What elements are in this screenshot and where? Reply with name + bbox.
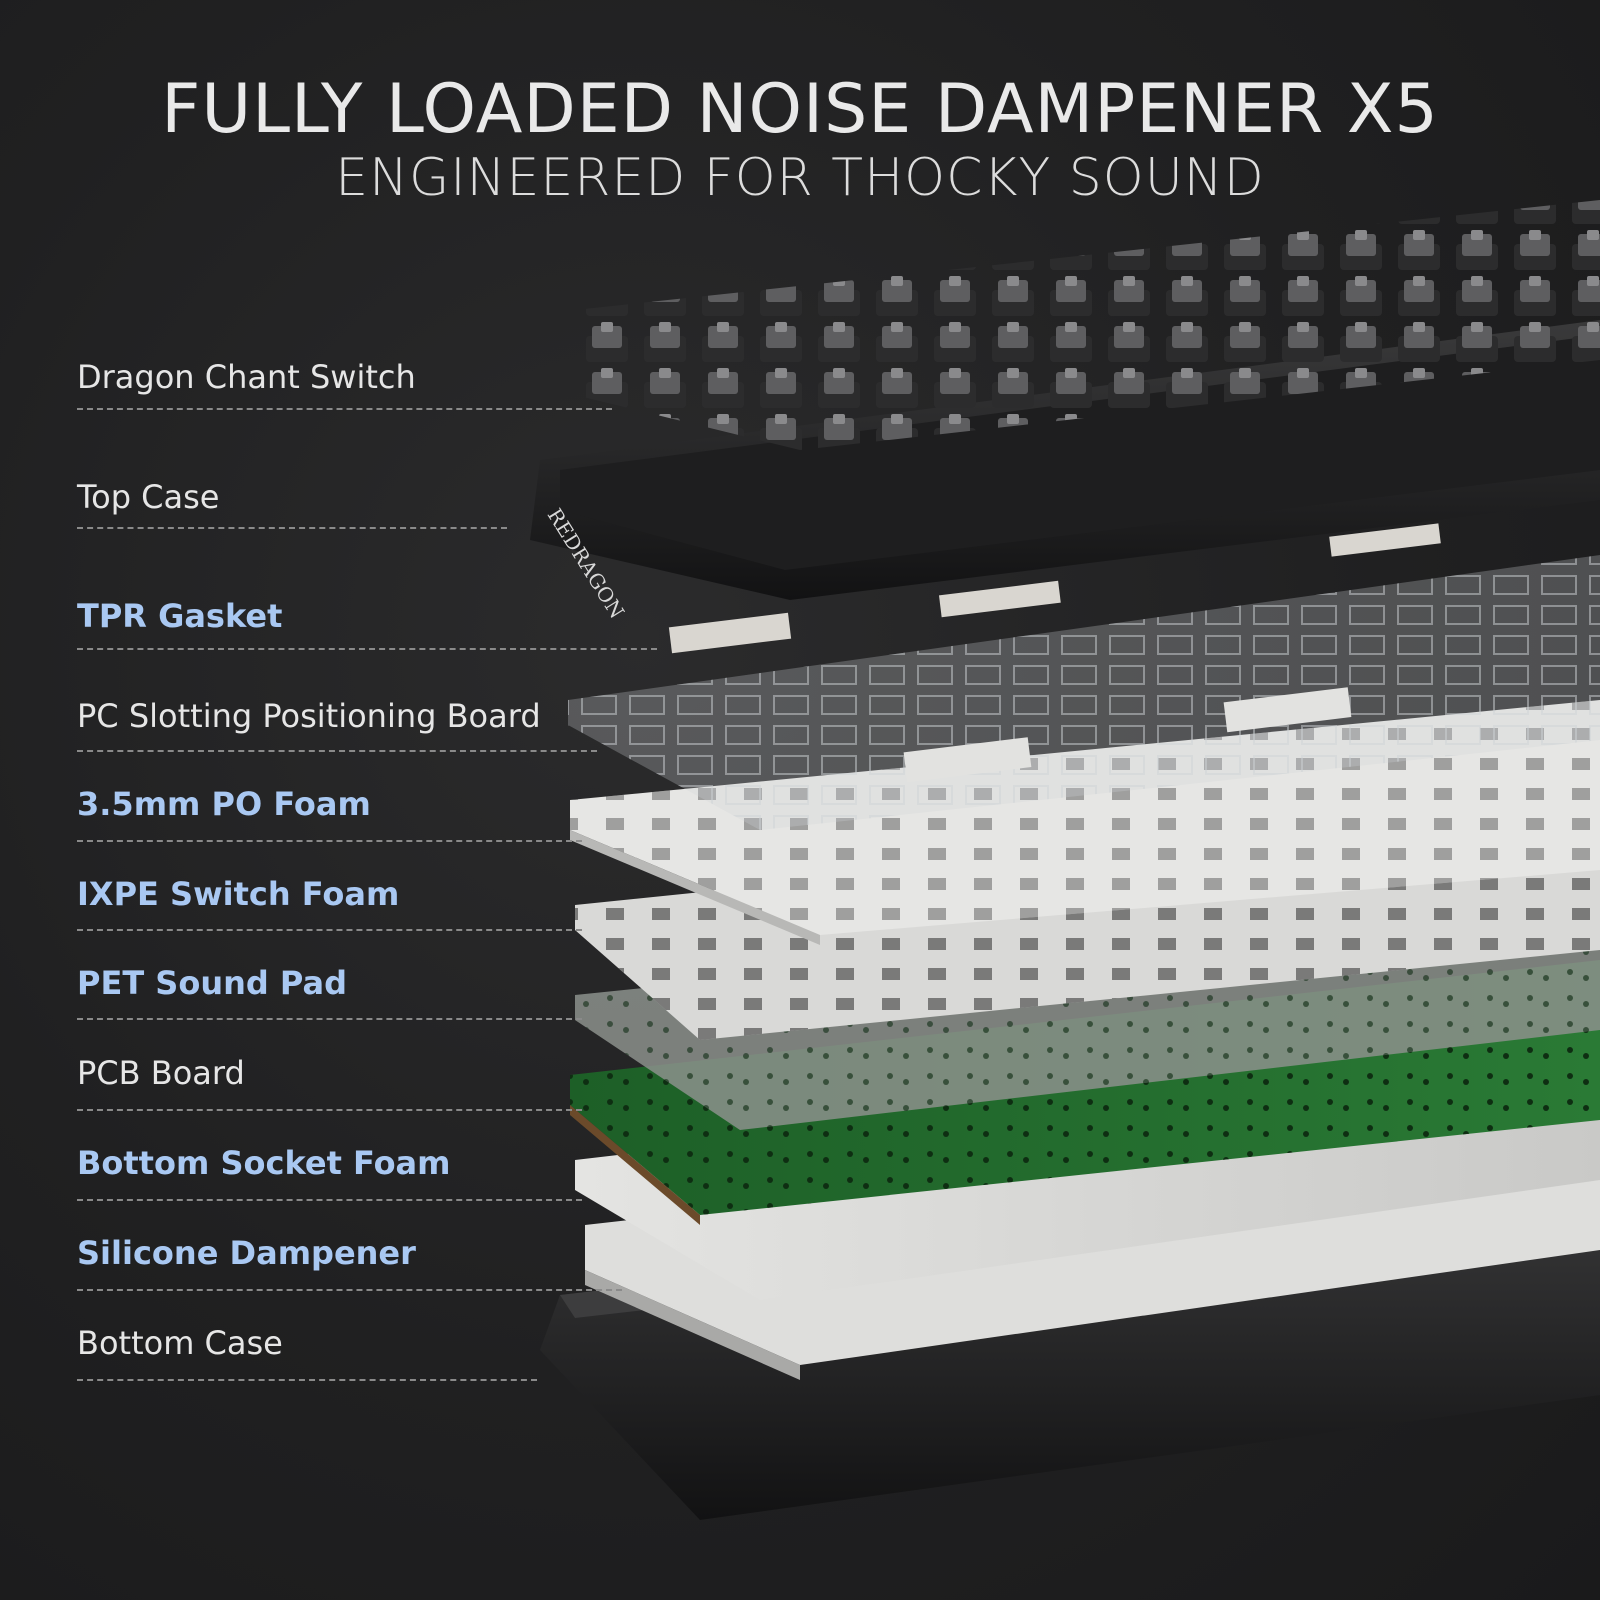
label-pc-slotting-positioning-board: PC Slotting Positioning Board xyxy=(77,697,541,735)
label-dragon-chant-switch: Dragon Chant Switch xyxy=(77,358,416,396)
rule-bottom-socket-foam xyxy=(77,1199,582,1201)
label-silicone-dampener: Silicone Dampener xyxy=(77,1234,416,1272)
rule-pet-sound-pad xyxy=(77,1018,582,1020)
rule-pc-slotting-positioning-board xyxy=(77,750,597,752)
pc-positioning-board-part xyxy=(568,555,1600,830)
rule-top-case xyxy=(77,527,507,529)
subheadline: ENGINEERED FOR THOCKY SOUND xyxy=(335,148,1265,208)
label-ixpe-switch-foam: IXPE Switch Foam xyxy=(77,875,400,913)
tpr-gasket-part xyxy=(668,523,1441,654)
rule-ixpe-switch-foam xyxy=(77,929,582,931)
rule-silicone-dampener xyxy=(77,1289,622,1291)
label-bottom-socket-foam: Bottom Socket Foam xyxy=(77,1144,451,1182)
rule-pcb-board xyxy=(77,1109,582,1111)
headline: FULLY LOADED NOISE DAMPENER X5 xyxy=(161,70,1439,149)
label-pet-sound-pad: PET Sound Pad xyxy=(77,964,348,1002)
rule-dragon-chant-switch xyxy=(77,408,612,410)
label-bottom-case: Bottom Case xyxy=(77,1324,283,1362)
switches-part xyxy=(575,200,1600,450)
rule-po-foam xyxy=(77,840,582,842)
rule-tpr-gasket xyxy=(77,648,657,650)
label-tpr-gasket: TPR Gasket xyxy=(77,597,283,635)
label-top-case: Top Case xyxy=(77,478,220,516)
label-po-foam: 3.5mm PO Foam xyxy=(77,785,371,823)
rule-bottom-case xyxy=(77,1379,537,1381)
label-pcb-board: PCB Board xyxy=(77,1054,245,1092)
